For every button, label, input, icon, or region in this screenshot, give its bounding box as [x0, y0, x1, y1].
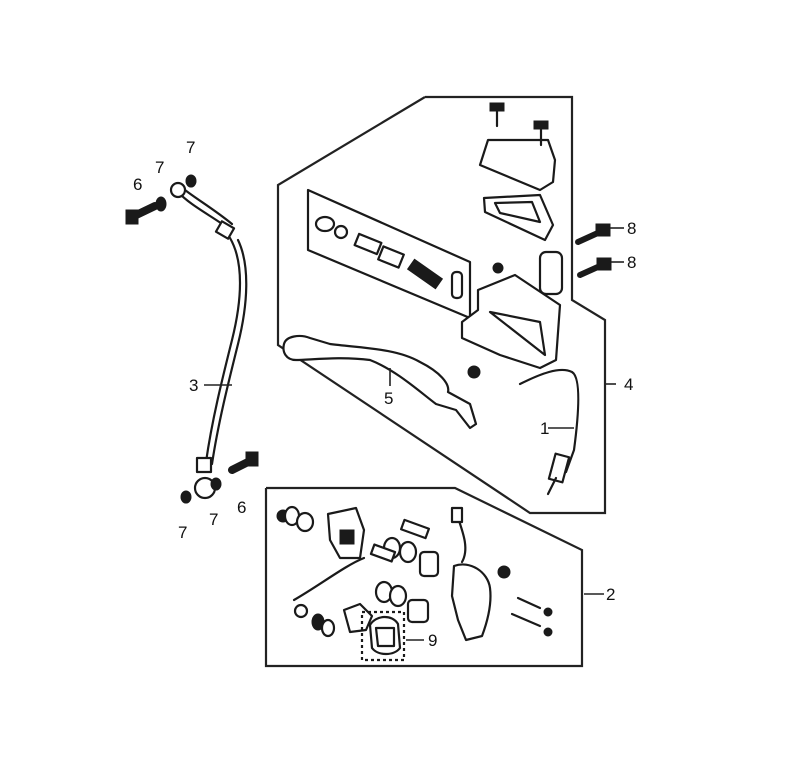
- callout-7-upper-left: 7: [155, 158, 164, 177]
- callout-4: 4: [624, 375, 633, 394]
- piston-kit-parts: [314, 215, 464, 300]
- master-cylinder-frame: [276, 95, 607, 515]
- brake-switch-wire: [518, 368, 580, 496]
- banjo-bolt-lower: [180, 451, 259, 504]
- brake-hose: [169, 181, 248, 500]
- callout-7-lower-right: 7: [209, 510, 218, 529]
- caliper-frame: [264, 486, 584, 668]
- callout-6-lower: 6: [237, 498, 246, 517]
- master-cylinder-body: [460, 250, 564, 379]
- caliper-parts: [276, 505, 553, 642]
- bolt-8-lower: [577, 257, 612, 278]
- callout-8-lower: 8: [627, 253, 636, 272]
- callout-2: 2: [606, 585, 615, 604]
- callout-numbers: 1 2 3 4 5 6 6 7 7 7 7 8 8 9: [133, 138, 636, 650]
- leader-lines: [204, 227, 624, 641]
- banjo-bolt-upper: [125, 174, 197, 225]
- reservoir-cap: [478, 102, 557, 242]
- callout-7-lower-left: 7: [178, 523, 187, 542]
- callout-6-upper: 6: [133, 175, 142, 194]
- bolt-8-upper: [575, 223, 611, 245]
- brake-pads: [360, 610, 406, 662]
- callout-5: 5: [384, 389, 393, 408]
- callout-7-upper-right: 7: [186, 138, 195, 157]
- callout-3: 3: [189, 376, 198, 395]
- callout-9: 9: [428, 631, 437, 650]
- brake-lever: [282, 334, 478, 430]
- callout-8-upper: 8: [627, 219, 636, 238]
- callout-1: 1: [540, 419, 549, 438]
